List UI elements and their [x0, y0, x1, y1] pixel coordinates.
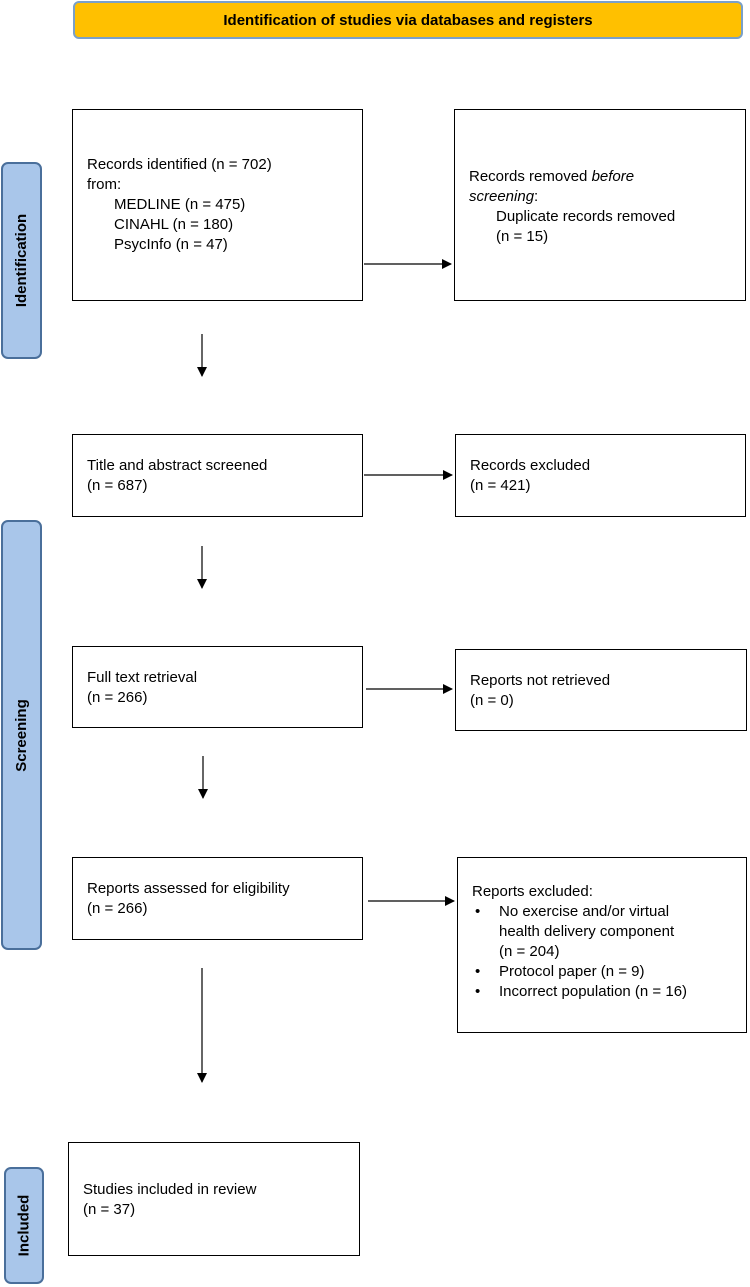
records-removed-box: Records removed before screening: Duplic…: [454, 109, 746, 301]
full-text-box: Full text retrieval (n = 266): [72, 646, 363, 728]
not-retrieved-label: Reports not retrieved: [470, 672, 611, 689]
source-psycinfo: PsycInfo (n = 47): [114, 236, 228, 253]
not-retrieved-box: Reports not retrieved (n = 0): [455, 649, 747, 731]
records-identified-line1: Records identified (n = 702): [87, 156, 272, 173]
not-retrieved-count: (n = 0): [470, 692, 514, 709]
records-excluded-label: Records excluded: [470, 457, 591, 474]
title-abstract-count: (n = 687): [87, 477, 148, 494]
included-count: (n = 37): [83, 1201, 136, 1218]
phase-screening: Screening: [1, 520, 42, 950]
records-excluded-box: Records excluded (n = 421): [455, 434, 746, 517]
exclusion-reasons-list: No exercise and/or virtual health delive…: [472, 902, 732, 1002]
header-title: Identification of studies via databases …: [223, 11, 593, 29]
reports-excluded-box: Reports excluded: No exercise and/or vir…: [457, 857, 747, 1033]
records-removed-detail-1: Duplicate records removed: [496, 208, 676, 225]
exclusion-reason: Protocol paper (n = 9): [472, 962, 732, 982]
included-box: Studies included in review (n = 37): [68, 1142, 360, 1256]
exclusion-reason-2: Protocol paper (n = 9): [499, 963, 645, 980]
records-removed-heading-2: screening:: [469, 187, 731, 207]
eligibility-count: (n = 266): [87, 900, 148, 917]
records-removed-heading: Records removed before: [469, 167, 731, 187]
exclusion-reason-1-line2: health delivery component: [499, 923, 675, 940]
exclusion-reason-1-line3: (n = 204): [499, 943, 560, 960]
reports-excluded-label: Reports excluded:: [472, 883, 593, 900]
records-removed-suffix: :: [534, 188, 539, 205]
records-excluded-count: (n = 421): [470, 477, 531, 494]
title-abstract-box: Title and abstract screened (n = 687): [72, 434, 363, 517]
exclusion-reason-1-line1: No exercise and/or virtual: [499, 903, 670, 920]
phase-identification: Identification: [1, 162, 42, 359]
eligibility-label: Reports assessed for eligibility: [87, 880, 290, 897]
diagram-header: Identification of studies via databases …: [73, 1, 743, 39]
records-removed-detail-2: (n = 15): [496, 228, 549, 245]
full-text-count: (n = 266): [87, 689, 148, 706]
records-removed-emphasis-1: before: [591, 168, 635, 185]
phase-included: Included: [4, 1167, 44, 1284]
eligibility-box: Reports assessed for eligibility (n = 26…: [72, 857, 363, 940]
records-identified-line2: from:: [87, 176, 122, 193]
source-cinahl: CINAHL (n = 180): [114, 216, 234, 233]
exclusion-reason: Incorrect population (n = 16): [472, 982, 732, 1002]
source-medline: MEDLINE (n = 475): [114, 196, 246, 213]
title-abstract-label: Title and abstract screened: [87, 457, 268, 474]
records-removed-prefix: Records removed: [469, 168, 592, 185]
included-label: Studies included in review: [83, 1181, 257, 1198]
exclusion-reason: No exercise and/or virtual health delive…: [472, 902, 732, 962]
records-removed-emphasis-2: screening: [469, 188, 535, 205]
full-text-label: Full text retrieval: [87, 669, 198, 686]
records-identified-box: Records identified (n = 702) from: MEDLI…: [72, 109, 363, 301]
exclusion-reason-3: Incorrect population (n = 16): [499, 983, 688, 1000]
